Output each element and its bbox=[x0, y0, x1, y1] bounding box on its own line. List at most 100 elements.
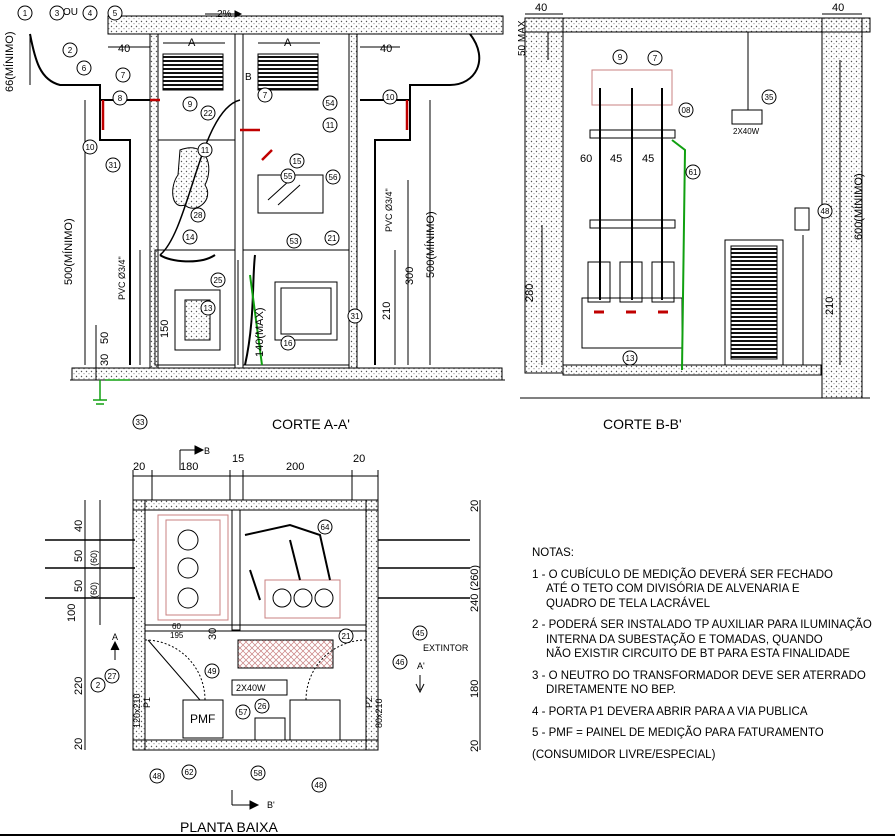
note-line: O CUBÍCULO DE MEDIÇÃO DEVERÁ SER FECHADO bbox=[548, 568, 833, 581]
dim-top-200: 200 bbox=[286, 461, 304, 473]
title-planta-baixa: PLANTA BAIXA bbox=[180, 819, 278, 835]
note-line: PORTA P1 DEVERA ABRIR PARA A VIA PUBLICA bbox=[548, 705, 808, 718]
dim-45-bb-a: 45 bbox=[610, 153, 622, 165]
callout-bubble: 2 bbox=[62, 42, 78, 58]
callout-bubble: 53 bbox=[286, 233, 302, 249]
callout-bubble: 64 bbox=[317, 519, 333, 535]
svg-text:2: 2 bbox=[68, 46, 73, 55]
svg-text:46: 46 bbox=[396, 658, 405, 667]
callout-bubble: 46 bbox=[392, 654, 408, 670]
svg-text:11: 11 bbox=[326, 121, 335, 130]
callout-bubble: 27 bbox=[104, 668, 120, 684]
callout-bubble: 3 bbox=[49, 5, 65, 21]
note-item: 1 - O CUBÍCULO DE MEDIÇÃO DEVERÁ SER FEC… bbox=[532, 568, 892, 612]
note-line: PMF = PAINEL DE MEDIÇÃO PARA FATURAMENTO bbox=[548, 727, 824, 739]
note-number: 1 - bbox=[532, 568, 546, 581]
dim-30: 30 bbox=[99, 354, 111, 366]
floor-slab bbox=[71, 367, 503, 381]
note-line: NÃO EXISTIR CIRCUITO DE BT PARA ESTA FIN… bbox=[546, 648, 850, 660]
callout-bubble: 08 bbox=[678, 102, 694, 118]
sub-195-label: 195 bbox=[170, 631, 184, 640]
note-line: O NEUTRO DO TRANSFORMADOR DEVE SER ATERR… bbox=[548, 669, 866, 682]
dim-40-left: 40 bbox=[118, 43, 130, 55]
dim-140-max: 140(MAX) bbox=[254, 307, 266, 357]
note-number: 5 - bbox=[532, 727, 546, 739]
dim-left-40: 40 bbox=[73, 520, 85, 532]
dim-mid-30: 30 bbox=[207, 628, 219, 640]
callout-bubble: 14 bbox=[182, 229, 198, 245]
svg-text:53: 53 bbox=[290, 237, 299, 246]
dim-top-180: 180 bbox=[180, 461, 198, 473]
lamp-plan-label: 2X40W bbox=[236, 683, 266, 693]
dim-left-100: 100 bbox=[66, 604, 78, 622]
svg-text:15: 15 bbox=[293, 157, 302, 166]
section-bb-text: 40 40 50 MAX 60 45 45 280 600(MÍNIMO) 21… bbox=[517, 2, 865, 432]
note-line: PODERÁ SER INSTALADO TP AUXILIAR PARA IL… bbox=[548, 619, 872, 631]
svg-text:16: 16 bbox=[284, 339, 293, 348]
dim-600: 600(MÍNIMO) bbox=[852, 173, 865, 240]
note-item: 5 - PMF = PAINEL DE MEDIÇÃO PARA FATURAM… bbox=[532, 726, 892, 741]
note-line: ATÉ O TETO COM DIVISÓRIA DE ALVENARIA E bbox=[546, 583, 800, 595]
dim-left-60b: (60) bbox=[89, 582, 99, 598]
dim-a-right: A bbox=[284, 37, 292, 49]
callout-bubble: 9 bbox=[182, 96, 198, 112]
callout-bubble: 10 bbox=[82, 139, 98, 155]
sub-60-label: 60 bbox=[172, 622, 181, 631]
svg-text:56: 56 bbox=[329, 173, 338, 182]
floor-plan-bubbles: 64 45 21 46 49 2 27 26 57 62 48 58 48 bbox=[90, 519, 428, 793]
svg-text:21: 21 bbox=[328, 234, 337, 243]
svg-text:21: 21 bbox=[342, 632, 351, 641]
title-corte-aa: CORTE A-A' bbox=[272, 416, 350, 432]
dim-50-max: 50 MAX bbox=[517, 20, 528, 56]
dim-300: 300 bbox=[404, 267, 416, 285]
callout-bubble: 7 bbox=[115, 67, 131, 83]
dim-right-20a: 20 bbox=[469, 500, 481, 512]
svg-text:58: 58 bbox=[254, 769, 263, 778]
callout-bubble: 21 bbox=[324, 230, 340, 246]
svg-text:10: 10 bbox=[386, 93, 395, 102]
callout-bubble: 33 bbox=[132, 414, 148, 430]
svg-text:08: 08 bbox=[682, 106, 691, 115]
svg-text:7: 7 bbox=[263, 91, 268, 100]
note-number: 3 - bbox=[532, 669, 546, 682]
svg-text:28: 28 bbox=[194, 211, 203, 220]
callout-bubble: 16 bbox=[280, 335, 296, 351]
svg-text:48: 48 bbox=[153, 772, 162, 781]
callout-bubble: 26 bbox=[254, 698, 270, 714]
section-aa bbox=[29, 10, 505, 405]
dim-210-aa: 210 bbox=[381, 302, 393, 320]
dim-40-right: 40 bbox=[380, 43, 392, 55]
svg-text:62: 62 bbox=[185, 768, 194, 777]
svg-text:2: 2 bbox=[96, 681, 101, 690]
callout-bubble: 7 bbox=[647, 50, 663, 66]
dim-left-20: 20 bbox=[73, 738, 85, 750]
dim-left-220: 220 bbox=[73, 677, 85, 695]
plan-section-a: A bbox=[112, 632, 118, 642]
floor-plan bbox=[0, 445, 895, 836]
svg-text:7: 7 bbox=[121, 71, 126, 80]
svg-text:45: 45 bbox=[416, 629, 425, 638]
svg-text:35: 35 bbox=[765, 93, 774, 102]
dim-left-50b: 50 bbox=[73, 580, 85, 592]
svg-text:55: 55 bbox=[284, 172, 293, 181]
svg-text:27: 27 bbox=[108, 672, 117, 681]
notes-heading: NOTAS: bbox=[532, 547, 574, 559]
note-item: 4 - PORTA P1 DEVERA ABRIR PARA A VIA PUB… bbox=[532, 705, 892, 720]
callout-bubble: 28 bbox=[190, 207, 206, 223]
callout-bubble: 61 bbox=[685, 164, 701, 180]
note-line: QUADRO DE TELA LACRÁVEL bbox=[546, 597, 711, 610]
roof-slab-bb bbox=[524, 17, 871, 33]
svg-text:48: 48 bbox=[315, 781, 324, 790]
callout-bubble: 22 bbox=[200, 105, 216, 121]
callout-bubble: 13 bbox=[200, 300, 216, 316]
callout-bubble: 7 bbox=[257, 87, 273, 103]
note-item: 2 - PODERÁ SER INSTALADO TP AUXILIAR PAR… bbox=[532, 618, 892, 662]
dim-45-bb-b: 45 bbox=[642, 153, 654, 165]
dim-40-bb-right: 40 bbox=[832, 2, 844, 14]
callout-bubble: 48 bbox=[311, 777, 327, 793]
callout-bubble: 48 bbox=[149, 768, 165, 784]
title-corte-bb: CORTE B-B' bbox=[603, 416, 682, 432]
svg-text:9: 9 bbox=[618, 53, 623, 62]
extintor-label: EXTINTOR bbox=[423, 643, 469, 653]
dim-40-bb-left: 40 bbox=[535, 2, 547, 14]
